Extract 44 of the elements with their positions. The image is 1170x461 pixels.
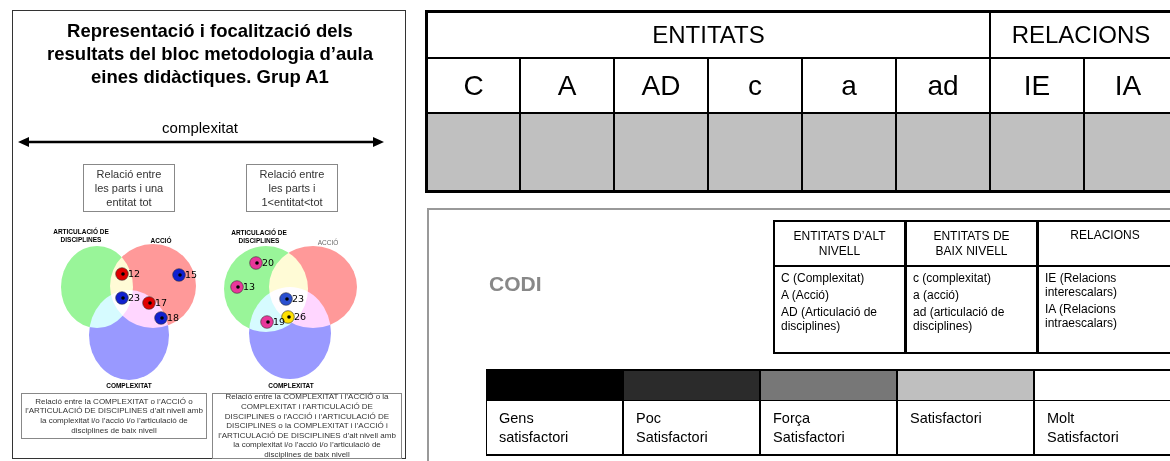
legend-label: Satisfactori bbox=[897, 400, 1034, 456]
code-definition: C (Complexitat) bbox=[781, 271, 866, 285]
code-definition: A (Acció) bbox=[781, 288, 830, 302]
code-definition: AD (Articulació de disciplines) bbox=[781, 305, 879, 333]
column-header: ENTITATS D’ALT NIVELL bbox=[773, 220, 905, 266]
legend-label: Molt Satisfactori bbox=[1034, 400, 1170, 456]
column-header: c bbox=[708, 58, 802, 113]
point-number: 17 bbox=[155, 297, 168, 309]
note-box: Relació entre la COMPLEXITAT o l’ACCIÓ o l’ARTICULACIÓ DE DISCIPLINES d’alt nivell amb la complexitat i/o l’acció i/o l’articulació de disciplines de baix nivell bbox=[21, 393, 207, 439]
column-header: A bbox=[520, 58, 614, 113]
point-number: 13 bbox=[243, 281, 256, 293]
legend-label: Força Satisfactori bbox=[760, 400, 897, 456]
note-box: Relació entre la COMPLEXITAT i l’ACCIÓ o la COMPLEXITAT i l’ARTICULACIÓ DE DISCIPLINES o l’ACCIÓ i l’ARTICULACIÓ DE DISCIPLINES o la COMPLEXITAT i l’ACCIÓ i l’ARTICULACIÓ DE DISCIPLINES d’alt nivell amb la complexitat i/o l’acció i/o l’articulació de disciplines de baix nivell bbox=[212, 393, 402, 459]
code-definition: IA (Relacions intraescalars) bbox=[1045, 302, 1119, 330]
code-definition: ad (articulació de disciplines) bbox=[913, 305, 1006, 333]
point-number: 20 bbox=[262, 257, 275, 269]
panel-heading: CODI bbox=[489, 272, 542, 296]
point-number: 26 bbox=[294, 311, 307, 323]
point-number: 18 bbox=[167, 312, 180, 324]
column-header: a bbox=[802, 58, 896, 113]
column-header: RELACIONS bbox=[1037, 220, 1170, 266]
column-header: IA bbox=[1084, 58, 1170, 113]
code-definition: IE (Relacions interescalars) bbox=[1045, 271, 1119, 299]
column-header: ad bbox=[896, 58, 990, 113]
axis-label: complexitat bbox=[161, 119, 239, 136]
column-header: AD bbox=[614, 58, 708, 113]
column-header: C bbox=[427, 58, 520, 113]
group-header: ENTITATS bbox=[427, 12, 990, 58]
legend-label: Poc Satisfactori bbox=[623, 400, 760, 456]
point-number: 19 bbox=[273, 316, 286, 328]
slide-panel bbox=[12, 10, 406, 459]
point-number: 23 bbox=[128, 292, 141, 304]
column-header: ENTITATS DE BAIX NIVELL bbox=[905, 220, 1037, 266]
group-header: RELACIONS bbox=[990, 12, 1170, 58]
text-box: Relació entre les parts i 1<entitat<tot bbox=[246, 164, 338, 212]
code-definition: c (complexitat) bbox=[913, 271, 993, 285]
text-box: Relació entre les parts i una entitat tot bbox=[83, 164, 175, 212]
point-number: 15 bbox=[185, 269, 198, 281]
point-number: 23 bbox=[292, 293, 305, 305]
legend-label: Gens satisfactori bbox=[486, 400, 623, 456]
code-definition: a (acció) bbox=[913, 288, 960, 302]
point-number: 12 bbox=[128, 268, 141, 280]
column-header: IE bbox=[990, 58, 1084, 113]
slide-title: Representació i focalització dels resultats del bloc metodologia d’aula eines didàctiques. Grup A1 bbox=[46, 19, 374, 88]
